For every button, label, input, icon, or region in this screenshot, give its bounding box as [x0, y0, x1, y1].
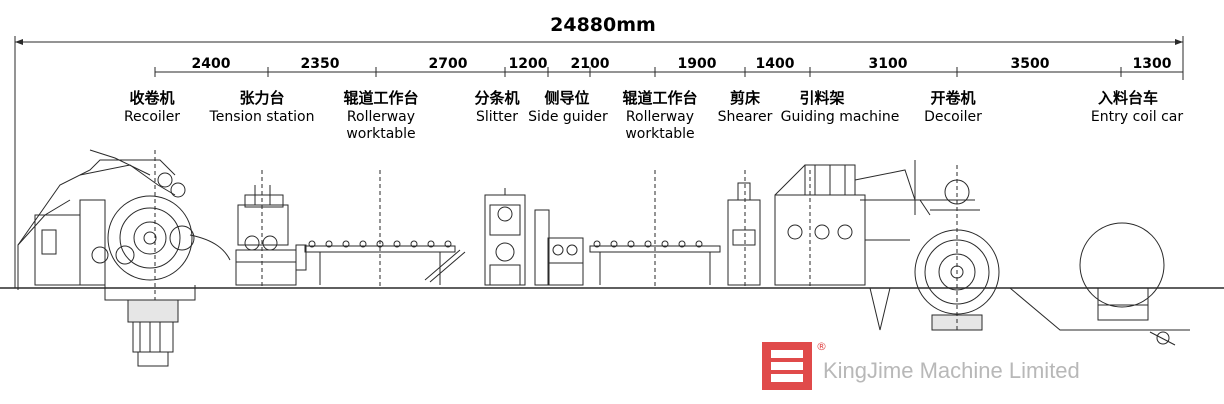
station-cn-label: 剪床 — [730, 89, 761, 107]
segment-label: 1400 — [756, 56, 795, 72]
roller — [427, 240, 435, 248]
tension-station-machine — [235, 170, 307, 288]
station-cn-label: 张力台 — [239, 89, 284, 107]
station-cn-label: 分条机 — [474, 89, 519, 107]
station-en-label: Guiding machine — [781, 109, 900, 125]
entry-coil-car — [1009, 222, 1190, 346]
station-cn-label: 引料架 — [799, 89, 844, 107]
roller — [325, 240, 333, 248]
station-en-label: Shearer — [718, 109, 773, 125]
segment-label: 1300 — [1133, 56, 1172, 72]
station-cn-label: 辊道工作台 — [343, 89, 418, 107]
roller — [678, 240, 686, 248]
segment-dimensions: 2400 2350 2700 1200 2100 1900 1400 3100 … — [154, 56, 1184, 77]
station-en-label: Entry coil car — [1091, 109, 1183, 125]
rollerway-worktable-1 — [304, 170, 466, 288]
guiding-machine — [774, 164, 931, 288]
segment-label: 1900 — [678, 56, 717, 72]
roller — [661, 240, 669, 248]
roller — [342, 240, 350, 248]
total-dimension: 24880mm — [14, 14, 1184, 48]
segment-label: 2400 — [192, 56, 231, 72]
station-en-label: worktable — [625, 126, 694, 142]
station-en-label: Slitter — [476, 109, 518, 125]
station-cn-label: 辊道工作台 — [622, 89, 697, 107]
station-cn-label: 入料台车 — [1098, 89, 1158, 107]
station-en-label: Tension station — [209, 109, 315, 125]
roller — [444, 240, 452, 248]
roller — [359, 240, 367, 248]
roller — [644, 240, 652, 248]
station-labels: 收卷机 Recoiler 张力台 Tension station 辊道工作台 R… — [124, 89, 1183, 142]
station-cn-label: 开卷机 — [930, 89, 975, 107]
roller — [308, 240, 316, 248]
roller — [610, 240, 618, 248]
segment-label: 2350 — [301, 56, 340, 72]
station-en-label: Side guider — [528, 109, 608, 125]
slitter-machine — [484, 188, 526, 286]
station-cn-label: 收卷机 — [129, 89, 174, 107]
roller — [593, 240, 601, 248]
recoiler-machine — [17, 149, 231, 367]
side-guider-machine — [534, 209, 584, 286]
company-name: KingJime Machine Limited — [823, 358, 1080, 383]
segment-label: 3100 — [869, 56, 908, 72]
total-length-label: 24880mm — [550, 14, 656, 36]
station-en-label: Rollerway — [626, 109, 694, 125]
station-en-label: worktable — [346, 126, 415, 142]
segment-label: 2700 — [429, 56, 468, 72]
shearer-machine — [727, 170, 761, 288]
roller — [695, 240, 703, 248]
station-en-label: Recoiler — [124, 109, 180, 125]
segment-label: 1200 — [509, 56, 548, 72]
rollerway-worktable-2 — [589, 170, 721, 288]
roller — [393, 240, 401, 248]
roller — [627, 240, 635, 248]
station-cn-label: 侧导位 — [544, 89, 589, 107]
station-en-label: Decoiler — [924, 109, 982, 125]
roller — [410, 240, 418, 248]
decoiler-machine — [869, 160, 1000, 331]
registered-mark: ® — [816, 340, 827, 353]
company-watermark: ® KingJime Machine Limited — [762, 340, 1080, 390]
segment-label: 2100 — [571, 56, 610, 72]
station-en-label: Rollerway — [347, 109, 415, 125]
segment-label: 3500 — [1011, 56, 1050, 72]
